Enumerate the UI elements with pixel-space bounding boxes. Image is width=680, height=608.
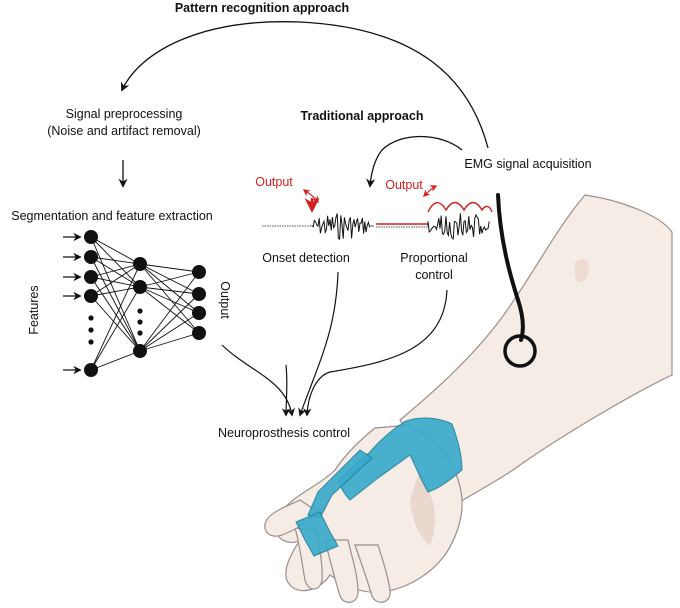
finger-2 <box>324 539 359 603</box>
proportional-burst <box>427 213 490 240</box>
nn-input-node <box>84 250 98 264</box>
nn-connection <box>90 263 141 297</box>
nn-connection <box>139 332 200 352</box>
pattern-recognition-arrow <box>121 21 489 149</box>
nn-ellipsis-dot <box>88 315 94 321</box>
palm-shade <box>410 470 436 545</box>
nn-connection <box>139 271 200 352</box>
nn-ellipsis-dot <box>88 327 94 333</box>
nn-connection <box>90 350 141 371</box>
pattern-recognition-title: Pattern recognition approach <box>175 1 349 15</box>
nn-input-node <box>84 230 98 244</box>
nn-hidden-node <box>133 280 147 294</box>
nn-connection <box>139 286 200 314</box>
electrode-ring <box>503 334 537 368</box>
emg-electrode <box>496 193 537 368</box>
nn-input-node <box>84 270 98 284</box>
nn-ellipsis-dot <box>137 308 143 314</box>
nn-output-node <box>192 306 206 320</box>
nn-connection <box>90 295 141 352</box>
nn-connection <box>139 286 200 334</box>
nn-hidden-node <box>133 257 147 271</box>
proportional-label: Proportional <box>400 251 467 265</box>
nn-connection <box>90 286 141 297</box>
nn-output-label: Output <box>218 281 232 319</box>
onset-signal: Output <box>255 175 374 241</box>
nn-connection <box>90 286 141 371</box>
proportional-output-curve <box>422 185 438 198</box>
proportional-to-control-arrow <box>303 289 448 417</box>
onset-detection-label: Onset detection <box>262 251 350 265</box>
onset-output-curve <box>302 189 319 204</box>
thumb-strap <box>307 449 373 519</box>
nn-input-node <box>84 289 98 303</box>
electrode-cable <box>496 193 525 342</box>
nn-output-node <box>192 265 206 279</box>
proportional-sublabel: control <box>415 268 453 282</box>
features-label: Features <box>27 285 41 334</box>
neuroprosthesis-label: Neuroprosthesis control <box>218 426 350 440</box>
elbow-crease <box>575 259 590 283</box>
proportional-envelope <box>427 201 493 213</box>
nn-connection <box>90 276 141 352</box>
nn-connection <box>139 271 200 288</box>
emg-acquisition-label: EMG signal acquisition <box>464 157 591 171</box>
traditional-approach-title: Traditional approach <box>301 109 424 123</box>
nn-ellipsis-dot <box>137 319 143 325</box>
preprocessing-label: Signal preprocessing <box>66 107 183 121</box>
nn-connection <box>139 312 200 352</box>
nn-to-control-arrow <box>221 344 295 417</box>
control-arrows <box>221 271 448 417</box>
nn-connection <box>90 236 141 352</box>
finger-ring <box>295 511 339 557</box>
preprocessing-sublabel: (Noise and artifact removal) <box>47 124 201 138</box>
nn-connection <box>139 293 200 352</box>
nn-connection <box>139 286 200 295</box>
nn-connection <box>90 256 141 352</box>
control-arrow-extra <box>281 364 291 417</box>
nn-connection <box>90 236 141 265</box>
nn-connection <box>90 263 141 278</box>
segmentation-label: Segmentation and feature extraction <box>11 209 213 223</box>
nn-ellipsis-dot <box>88 339 94 345</box>
nn-connection <box>90 263 141 371</box>
nn-connection <box>90 256 141 265</box>
finger-3 <box>354 544 391 603</box>
nn-connection <box>90 236 141 288</box>
nn-connection <box>139 263 200 334</box>
nn-connection <box>139 263 200 295</box>
nn-output-node <box>192 287 206 301</box>
proportional-signal: Output <box>376 178 493 240</box>
onset-to-control-arrow <box>298 271 339 417</box>
nn-input-node <box>84 363 98 377</box>
nn-connection <box>139 263 200 273</box>
neural-network <box>63 230 206 377</box>
nn-hidden-node <box>133 344 147 358</box>
proportional-output-label: Output <box>385 178 423 192</box>
nn-ellipsis-dot <box>137 330 143 336</box>
onset-burst <box>311 213 371 241</box>
nn-output-node <box>192 326 206 340</box>
nn-connection <box>139 263 200 314</box>
onset-output-label: Output <box>255 175 293 189</box>
nn-connection <box>90 276 141 288</box>
traditional-arrow <box>366 135 463 188</box>
